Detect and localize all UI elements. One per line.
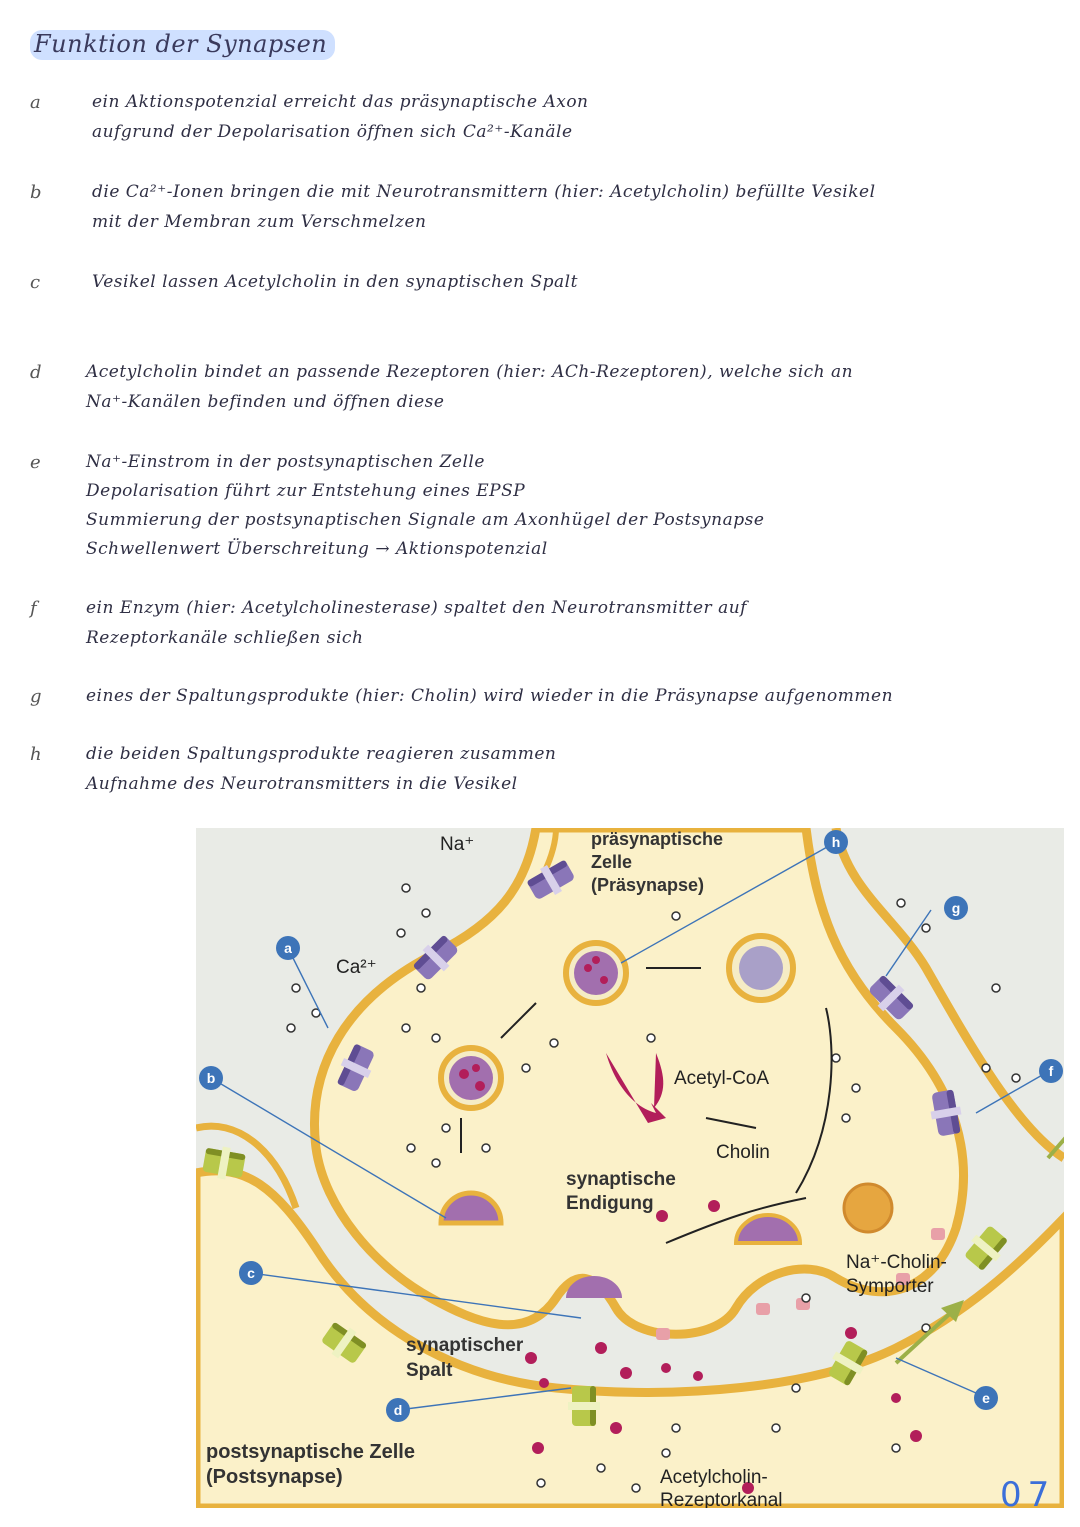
label-postsynaptic: postsynaptische Zelle <box>206 1441 415 1463</box>
marker-e-label: e <box>982 1390 990 1406</box>
note-line: Rezeptorkanäle schließen sich <box>86 628 363 648</box>
label-cholin: Cholin <box>716 1142 770 1163</box>
marker-g: g <box>944 896 968 920</box>
vesicle-icon <box>566 943 626 1003</box>
note-line: die Ca²⁺-Ionen bringen die mit Neurotran… <box>92 182 876 202</box>
vesicle-icon <box>441 1048 501 1108</box>
label-synaptic-cleft-2: Spalt <box>406 1360 453 1381</box>
note-line: die beiden Spaltungsprodukte reagieren z… <box>86 744 556 764</box>
label-synaptic-ending: synaptische <box>566 1169 676 1190</box>
note-line: Na⁺-Einstrom in der postsynaptischen Zel… <box>86 452 485 472</box>
note-letter: d <box>30 362 42 383</box>
label-sodium: Na⁺ <box>440 834 474 855</box>
note-line: mit der Membran zum Verschmelzen <box>92 212 426 232</box>
note-letter: a <box>30 92 41 113</box>
page-number: 07 <box>1000 1475 1055 1515</box>
note-letter: c <box>30 272 41 293</box>
note-line: Schwellenwert Überschreitung → Aktionspo… <box>86 539 548 559</box>
label-synaptic-ending-2: Endigung <box>566 1193 654 1214</box>
note-line: eines der Spaltungsprodukte (hier: Choli… <box>86 686 893 706</box>
marker-e: e <box>974 1386 998 1410</box>
note-line: Na⁺-Kanälen befinden und öffnen diese <box>86 392 444 412</box>
label-receptor: Acetylcholin- <box>660 1467 768 1488</box>
label-symporter: Na⁺-Cholin- <box>846 1252 947 1273</box>
marker-h: h <box>824 830 848 854</box>
note-letter: h <box>30 744 42 765</box>
synapse-diagram: a b c d e f g h Na⁺ Ca²⁺ präsynaptische … <box>196 828 1064 1508</box>
note-line: Acetylcholin bindet an passende Rezeptor… <box>86 362 853 382</box>
note-line: Summierung der postsynaptischen Signale … <box>86 510 764 530</box>
marker-b-label: b <box>207 1070 216 1086</box>
marker-c-label: c <box>247 1265 255 1281</box>
note-line: Depolarisation führt zur Entstehung eine… <box>86 481 525 501</box>
label-presynaptic-cell: Zelle <box>591 852 632 872</box>
label-synaptic-cleft: synaptischer <box>406 1335 524 1356</box>
note-line: ein Aktionspotenzial erreicht das präsyn… <box>92 92 589 112</box>
empty-vesicle-core <box>739 946 783 990</box>
page-title: Funktion der Synapsen <box>30 30 335 58</box>
label-calcium: Ca²⁺ <box>336 957 377 978</box>
note-letter: g <box>30 686 42 707</box>
marker-a: a <box>276 936 300 960</box>
label-presynapse: (Präsynapse) <box>591 875 704 895</box>
marker-h-label: h <box>832 834 841 850</box>
marker-d-label: d <box>394 1402 403 1418</box>
marker-c: c <box>239 1261 263 1285</box>
marker-b: b <box>199 1066 223 1090</box>
note-line: ein Enzym (hier: Acetylcholinesterase) s… <box>86 598 747 618</box>
label-presynaptic: präsynaptische <box>591 829 723 849</box>
note-letter: f <box>30 598 37 619</box>
note-line: aufgrund der Depolarisation öffnen sich … <box>92 122 573 142</box>
label-acetyl-coa: Acetyl-CoA <box>674 1068 769 1089</box>
marker-g-label: g <box>952 900 961 916</box>
marker-a-label: a <box>284 940 292 956</box>
marker-f: f <box>1039 1059 1063 1083</box>
note-line: Vesikel lassen Acetylcholin in den synap… <box>92 272 578 292</box>
note-letter: b <box>30 182 42 203</box>
label-receptor-2: Rezeptorkanal <box>660 1490 783 1508</box>
label-symporter-2: Symporter <box>846 1276 934 1297</box>
synapse-diagram-svg: a b c d e f g h Na⁺ Ca²⁺ präsynaptische … <box>196 828 1064 1508</box>
note-line: Aufnahme des Neurotransmitters in die Ve… <box>86 774 518 794</box>
label-postsynapse: (Postsynapse) <box>206 1466 343 1488</box>
marker-d: d <box>386 1398 410 1422</box>
marker-f-label: f <box>1049 1063 1054 1079</box>
acetylcholine-receptor-icon <box>568 1386 600 1426</box>
note-letter: e <box>30 452 41 473</box>
symporter-enzyme-icon <box>844 1184 892 1232</box>
